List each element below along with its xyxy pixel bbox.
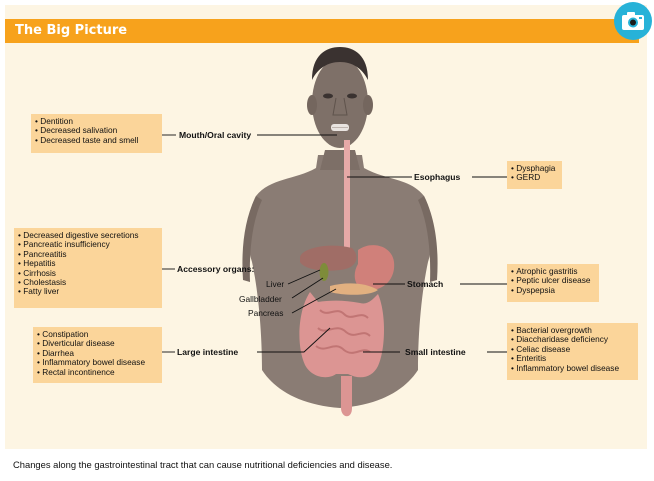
figure-caption: Changes along the gastrointestinal tract… (13, 459, 392, 470)
mouth-label: Mouth/Oral cavity (179, 130, 251, 140)
list-item: Decreased taste and smell (35, 136, 158, 145)
stomach-label: Stomach (407, 279, 443, 289)
list-item: Rectal incontinence (37, 368, 158, 377)
gallbladder-label: Gallbladder (239, 294, 282, 304)
list-item: GERD (511, 173, 558, 182)
line-liver (288, 270, 320, 284)
large-intestine-label: Large intestine (177, 347, 238, 357)
small-intestine-label: Small intestine (405, 347, 466, 357)
stomach-conditions-box: Atrophic gastritis Peptic ulcer disease … (507, 264, 599, 302)
esophagus-label: Esophagus (414, 172, 460, 182)
line-pancreas (292, 289, 336, 313)
large-intestine-conditions-box: Constipation Diverticular disease Diarrh… (33, 327, 162, 383)
pancreas-label: Pancreas (248, 308, 283, 318)
list-item: Dyspepsia (511, 286, 595, 295)
line-large-intestine-organ (257, 328, 330, 352)
small-intestine-conditions-box: Bacterial overgrowth Diaccharidase defic… (507, 323, 638, 380)
liver-label: Liver (266, 279, 284, 289)
accessory-conditions-box: Decreased digestive secretions Pancreati… (14, 228, 162, 308)
list-item: Inflammatory bowel disease (511, 364, 634, 373)
list-item: Fatty liver (18, 287, 158, 296)
esophagus-conditions-box: Dysphagia GERD (507, 161, 562, 189)
line-gallbladder (292, 278, 323, 298)
mouth-conditions-box: Dentition Decreased salivation Decreased… (31, 114, 162, 153)
accessory-organs-label: Accessory organs: (177, 264, 254, 274)
